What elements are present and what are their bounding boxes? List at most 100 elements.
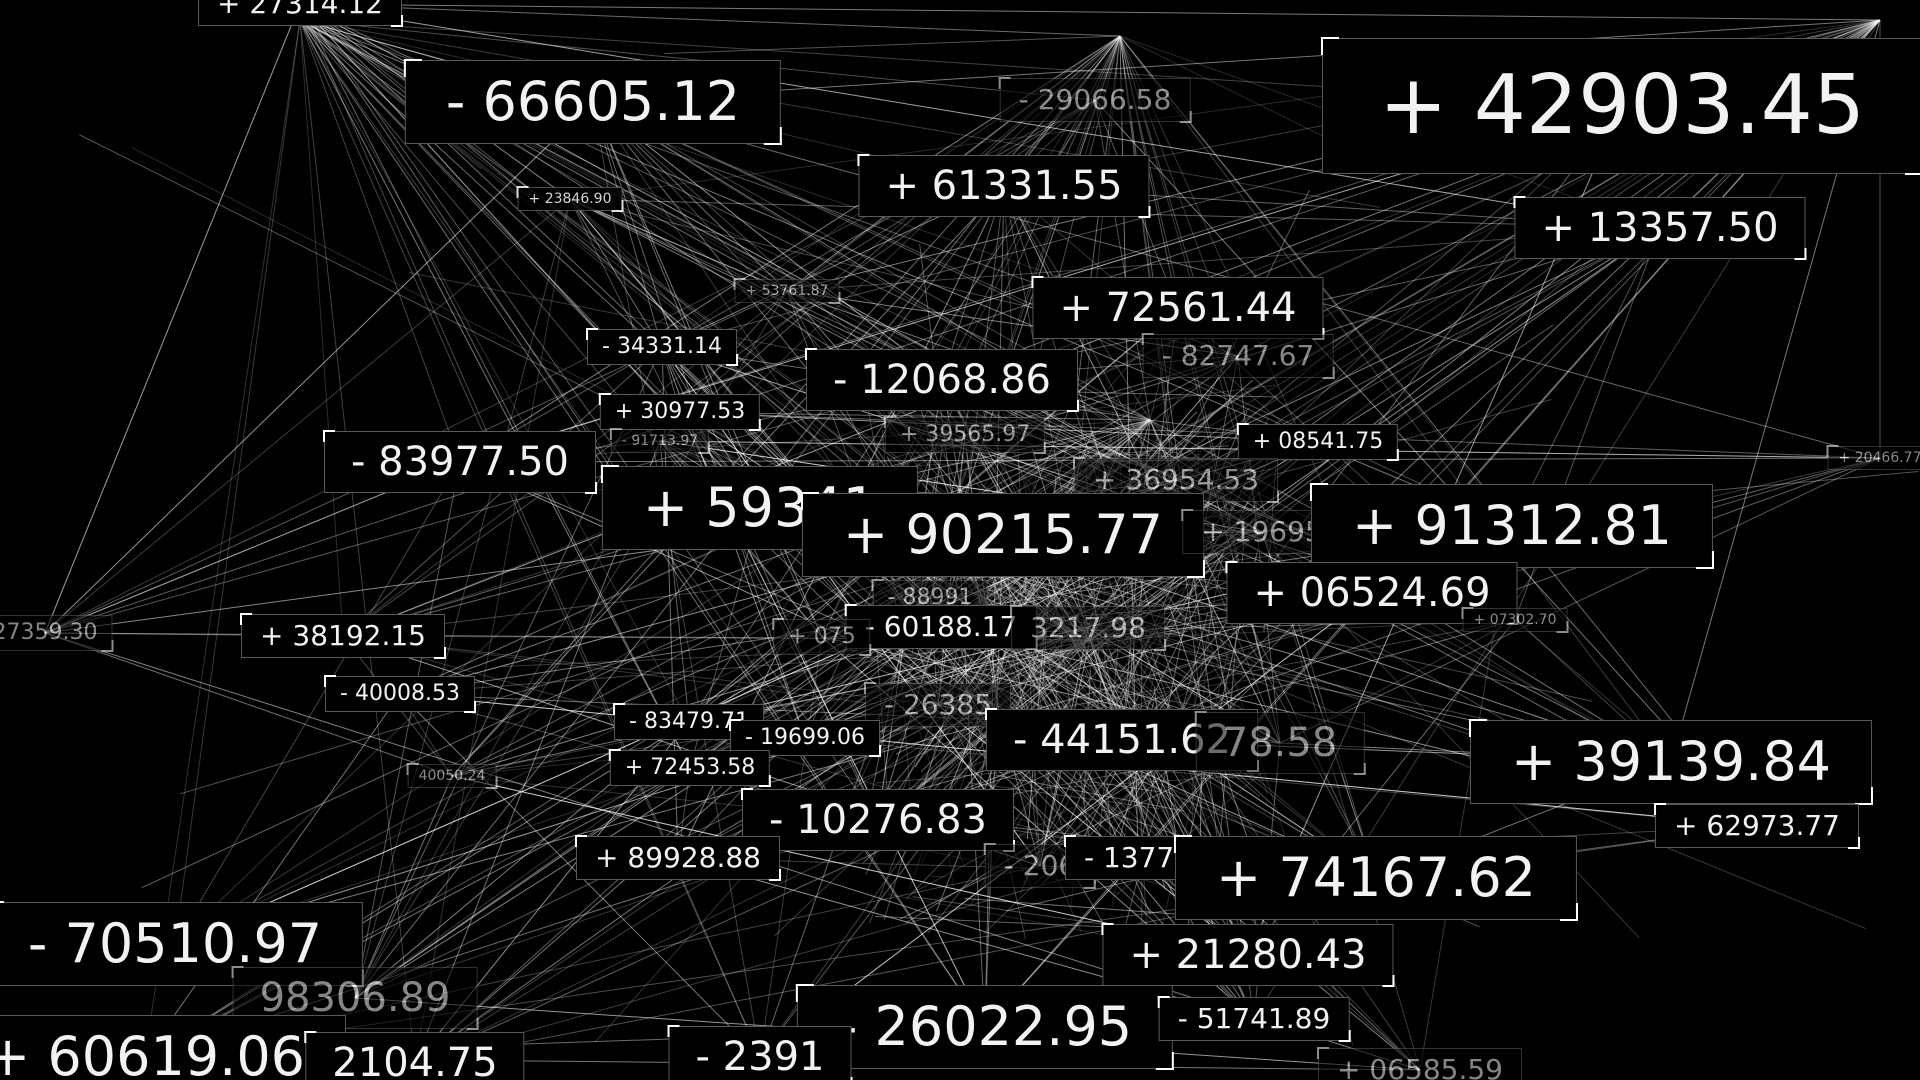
connection-line	[44, 379, 943, 634]
value-tag-t31: + 075	[772, 618, 873, 656]
connection-line	[180, 559, 961, 795]
connection-line	[964, 434, 1001, 721]
connection-line	[354, 767, 691, 999]
connection-line	[1137, 355, 1239, 859]
connection-line	[299, 19, 461, 463]
connection-line	[995, 774, 1185, 812]
connection-line	[931, 875, 947, 878]
value-tag-t06: + 61331.55	[857, 154, 1151, 218]
connection-line	[299, 19, 831, 298]
value-tag-t02: - 66605.12	[403, 59, 783, 145]
connection-line	[144, 693, 401, 1058]
connection-line	[44, 3, 301, 634]
connection-line	[592, 101, 1672, 763]
value-tag-t48: + 21280.43	[1101, 923, 1395, 987]
connection-line	[1317, 227, 1661, 443]
value-tag-t32: - 40008.53	[324, 675, 476, 713]
connection-line	[299, 19, 344, 637]
connection-line	[592, 101, 823, 638]
connection-line	[1119, 35, 1672, 763]
connection-line	[592, 101, 761, 1058]
connection-line	[941, 185, 1005, 381]
connection-line	[354, 626, 942, 999]
connection-line	[804, 737, 1758, 827]
connection-line	[299, 19, 1380, 208]
connection-line	[1119, 35, 1281, 744]
connection-line	[299, 3, 1881, 21]
connection-line	[414, 198, 571, 1064]
connection-line	[354, 775, 453, 999]
value-tag-t36: - 44151.62	[984, 708, 1260, 772]
connection-line	[905, 751, 1184, 924]
connection-line	[451, 719, 1001, 777]
connection-line	[914, 451, 1177, 467]
connection-line	[569, 198, 788, 292]
connection-line	[399, 419, 1151, 695]
connection-line	[999, 619, 1516, 721]
connection-line	[592, 101, 1319, 443]
value-tag-t51: - 51741.89	[1157, 996, 1350, 1042]
value-tag-t53: 2104.75	[304, 1031, 525, 1080]
value-tag-t17: + 08541.75	[1236, 423, 1400, 461]
value-tag-t46: + 74167.62	[1173, 835, 1579, 921]
value-tag-t21: + 90215.77	[800, 492, 1206, 578]
value-tag-t05: + 23846.90	[516, 186, 624, 212]
connection-line	[592, 101, 943, 381]
value-tag-t30: + 07302.70	[1461, 607, 1569, 633]
value-tag-t11: + 30977.53	[598, 393, 762, 431]
value-tag-t26: + 38192.15	[240, 613, 446, 659]
value-tag-t13: - 82747.67	[1141, 333, 1334, 379]
connection-line	[1279, 457, 1881, 744]
connection-line	[1090, 781, 1160, 793]
value-tag-t23: + 91312.81	[1309, 483, 1715, 569]
connection-line	[414, 597, 931, 1064]
connection-line	[354, 461, 461, 999]
connection-line	[1052, 429, 1133, 482]
connection-line	[569, 198, 788, 292]
value-tag-t14: - 91713.97	[609, 428, 711, 454]
connection-line	[354, 597, 931, 999]
value-tag-t09: - 34331.14	[586, 328, 738, 366]
connection-line	[44, 198, 571, 634]
connection-line	[1119, 35, 1758, 827]
value-tag-t15: - 83977.50	[322, 430, 598, 494]
connection-line	[592, 19, 1881, 103]
connection-line	[1122, 611, 1209, 936]
value-tag-t25: 27359.30	[0, 615, 114, 652]
connection-line	[967, 781, 1160, 810]
connection-line	[959, 559, 1593, 702]
connection-line	[399, 639, 1091, 695]
connection-line	[144, 19, 301, 1058]
connection-line	[1003, 569, 1161, 736]
value-tag-t50: - 26022.95	[795, 984, 1175, 1070]
value-tag-t03: - 29066.58	[998, 77, 1191, 123]
connection-line	[887, 893, 1131, 941]
connection-line	[1094, 99, 1151, 421]
value-tag-t42: + 62973.77	[1654, 803, 1860, 849]
connection-line	[299, 3, 1121, 37]
connection-line	[592, 101, 943, 381]
connection-line	[965, 525, 1190, 850]
connection-line	[1002, 534, 1041, 867]
connection-line	[978, 445, 1230, 464]
value-tag-t08: + 53761.87	[733, 278, 841, 304]
connection-line	[299, 19, 806, 739]
connection-line	[1089, 324, 1554, 641]
connection-line	[569, 198, 1177, 481]
value-tag-t28: - 60188.17	[844, 604, 1037, 650]
value-tag-t12: - 12068.86	[804, 348, 1080, 412]
connection-line	[459, 461, 1123, 741]
value-tag-t24: + 06524.69	[1225, 561, 1519, 625]
value-tag-t39: 40050.24	[406, 763, 498, 789]
connection-line	[299, 3, 879, 821]
connection-line	[759, 99, 1096, 1058]
connection-line	[174, 461, 461, 945]
value-tag-t10: + 72561.44	[1031, 276, 1325, 340]
connection-line	[299, 19, 690, 723]
connection-line	[1014, 790, 1043, 818]
connection-line	[985, 444, 1069, 716]
connection-line	[174, 19, 301, 945]
connection-line	[1094, 99, 1758, 827]
connection-line	[299, 3, 1661, 229]
value-tag-t37: 78.58	[1194, 711, 1365, 775]
